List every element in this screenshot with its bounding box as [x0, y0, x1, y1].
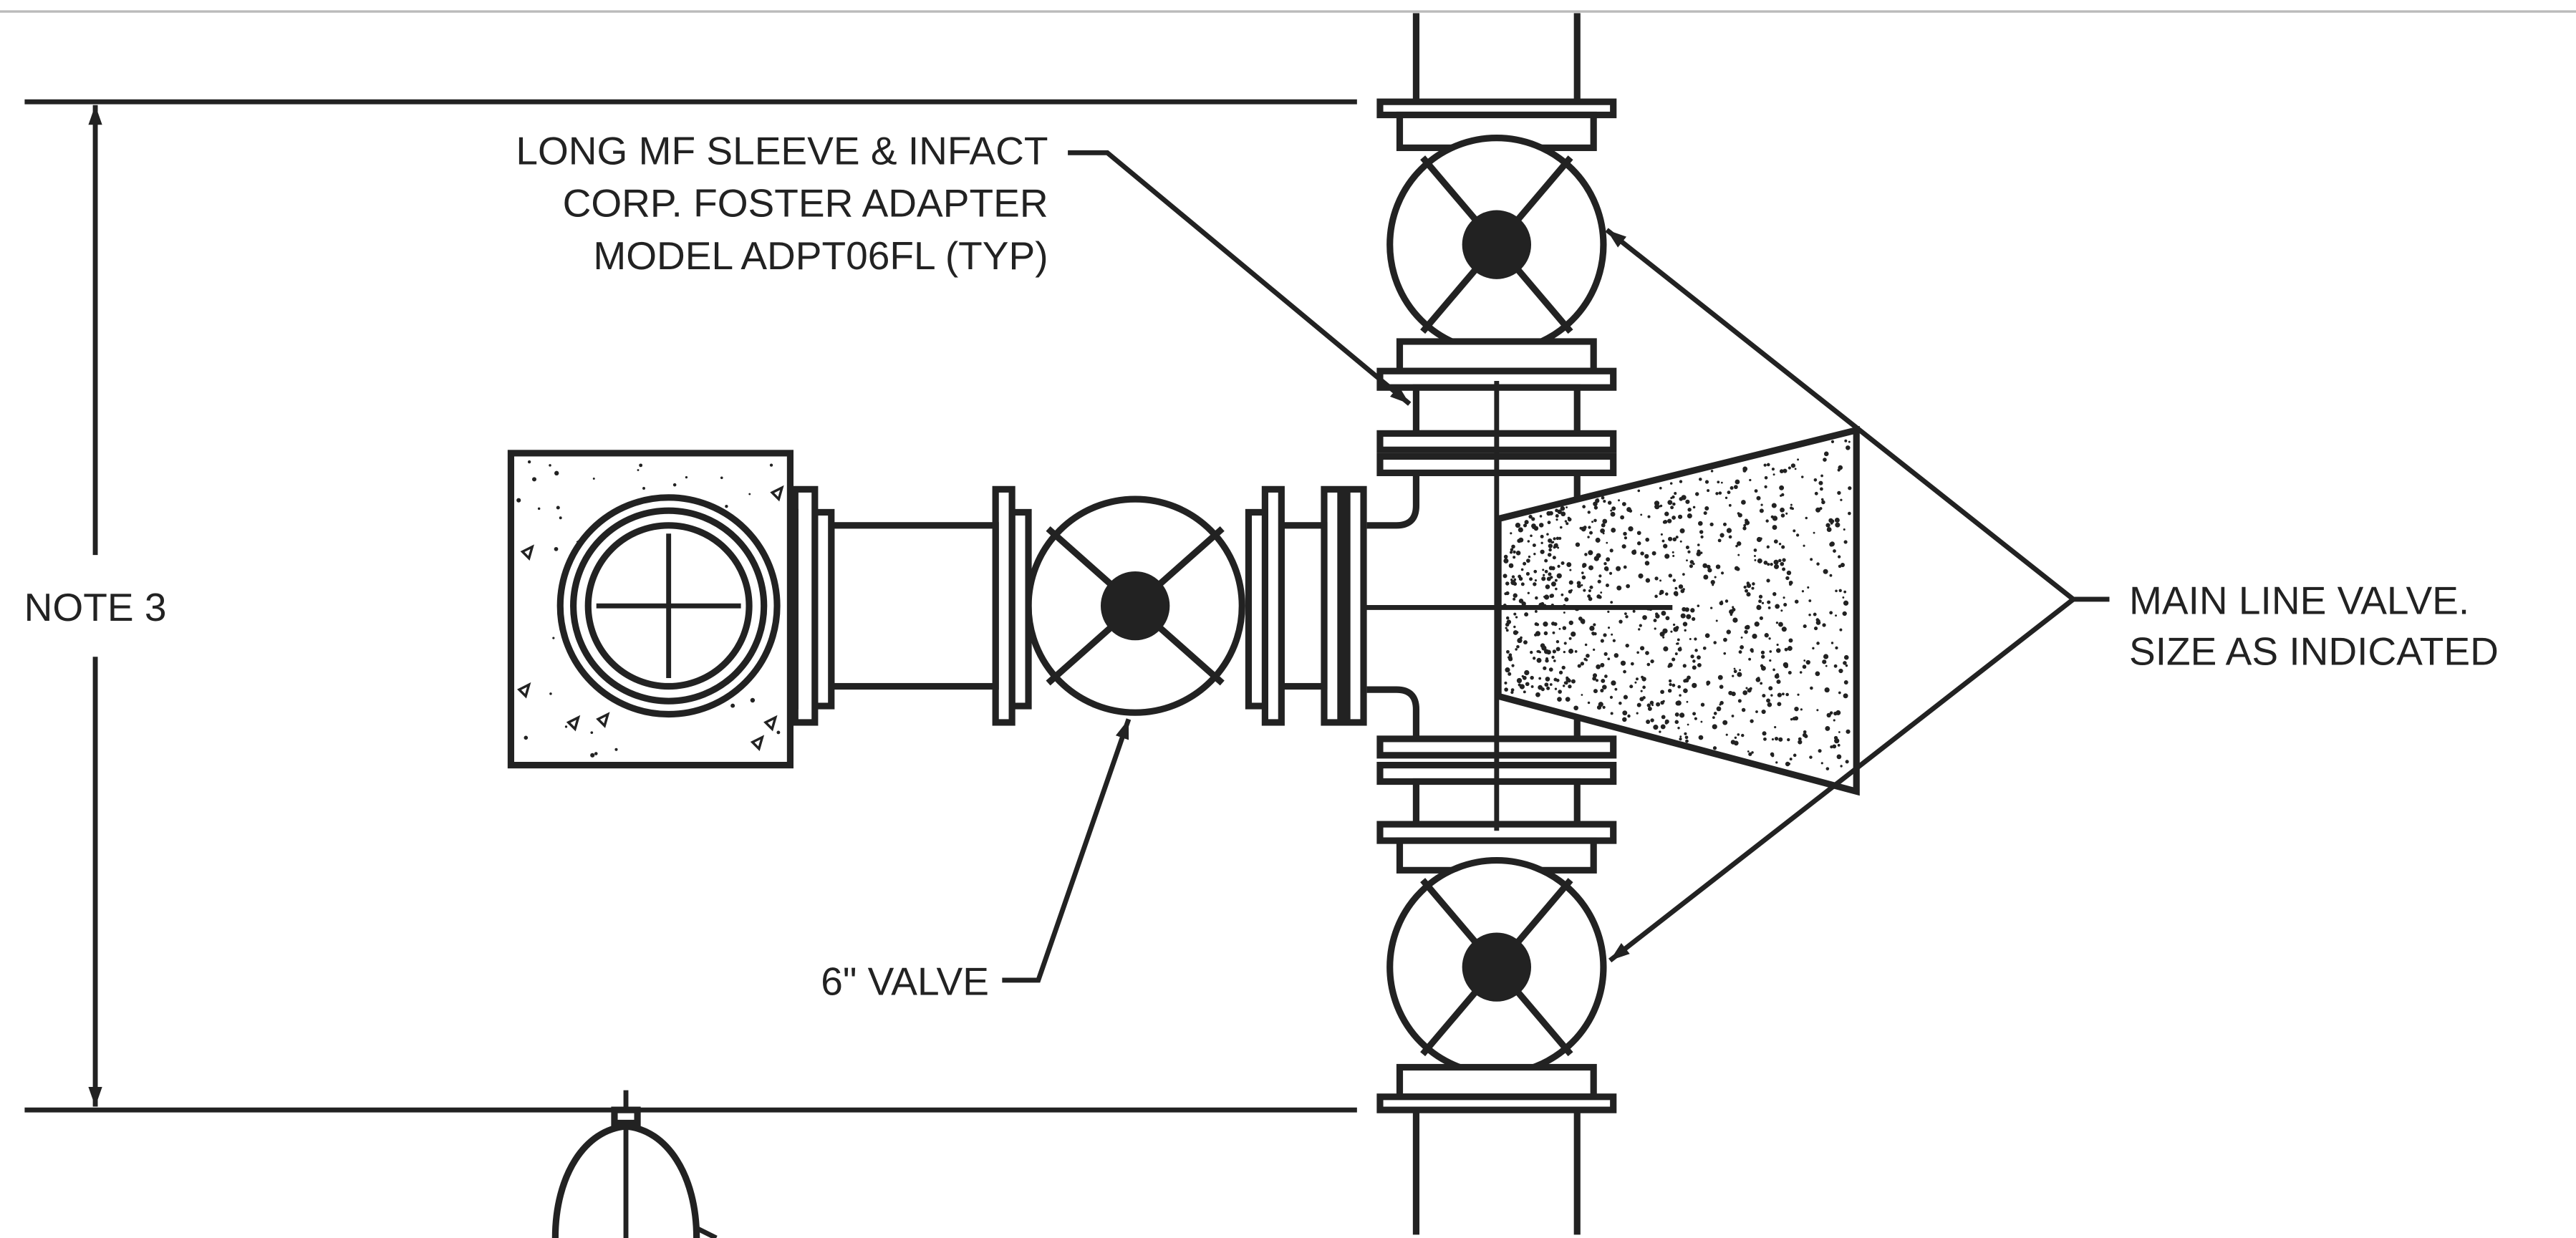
branch-valve-label: 6" VALVE: [821, 959, 989, 1004]
bottom-flange: [1376, 1093, 1617, 1113]
fire-hydrant-partial: [551, 1090, 718, 1238]
valve-box-pad: [507, 450, 794, 769]
adapter-label-line-1: LONG MF SLEEVE & INFACT: [516, 128, 1048, 173]
branch-valve-leader: [1002, 718, 1132, 983]
branch-valve-left-flanges: [992, 485, 1032, 726]
bottom-valve-upper-hub: [1396, 837, 1597, 874]
adapter-label-line-2: CORP. FOSTER ADAPTER: [563, 181, 1048, 226]
dimension-note-3: [24, 99, 1357, 1113]
main-valve-label-line-1: MAIN LINE VALVE.: [2129, 579, 2469, 623]
branch-pipe-spool: [828, 522, 999, 690]
note-3-label: NOTE 3: [24, 585, 167, 629]
top-valve-lower-hub: [1396, 338, 1597, 374]
bottom-flange-hub: [1396, 1063, 1597, 1101]
thrust-block: [1495, 425, 1860, 796]
main-valve-leader-top: [1605, 228, 2075, 601]
main-valve-leader-bottom: [1608, 597, 2075, 963]
branch-flanges-at-tee: [1245, 485, 1367, 726]
branch-valve-6in: [1025, 495, 1245, 716]
adapter-label-line-3: MODEL ADPT06FL (TYP): [593, 233, 1048, 278]
adapter-leader: [1068, 150, 1412, 406]
main-line-valve-top: [1386, 135, 1607, 355]
main-valve-label-line-2: SIZE AS INDICATED: [2129, 629, 2499, 674]
main-line-valve-bottom: [1386, 857, 1607, 1078]
main-line-pipe: [1412, 13, 1581, 1235]
